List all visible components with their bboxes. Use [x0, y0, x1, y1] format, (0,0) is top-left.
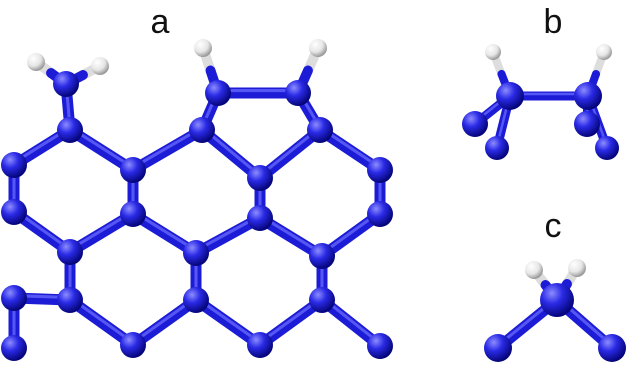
- carbon-atom: [247, 165, 273, 191]
- carbon-atom: [462, 111, 488, 137]
- panel-label-c: c: [545, 207, 562, 245]
- carbon-atom: [120, 332, 146, 358]
- bond: [190, 294, 266, 351]
- hydrogen-atom: [525, 261, 543, 279]
- carbon-atom: [247, 332, 273, 358]
- panel-a-hydrogen-atoms: [27, 39, 327, 75]
- carbon-atom: [183, 240, 209, 266]
- hydrogen-atom: [91, 57, 109, 75]
- carbon-atom: [484, 334, 512, 362]
- panel-a-structure: [1, 39, 393, 361]
- carbon-atom: [367, 333, 393, 359]
- panel-c-structure: [484, 259, 626, 362]
- carbon-atom: [367, 201, 393, 227]
- hydrogen-atom: [596, 44, 612, 60]
- hydrogen-atom: [194, 39, 212, 57]
- panel-b-structure: [462, 44, 619, 160]
- carbon-atom: [189, 117, 215, 143]
- carbon-atom: [485, 136, 509, 160]
- carbon-atom: [574, 82, 602, 110]
- carbon-atom: [57, 117, 83, 143]
- panel-c-atoms: [484, 283, 626, 362]
- carbon-atom: [57, 287, 83, 313]
- carbon-atom: [285, 80, 311, 106]
- carbon-atom: [247, 205, 273, 231]
- carbon-atom: [53, 71, 79, 97]
- hydrogen-atom: [309, 39, 327, 57]
- carbon-atom: [595, 136, 619, 160]
- carbon-atom: [574, 111, 600, 137]
- carbon-atom: [183, 287, 209, 313]
- panel-b-hydrogen-atoms: [485, 44, 612, 60]
- carbon-atom: [120, 201, 146, 227]
- hydrogen-atom: [485, 44, 501, 60]
- carbon-atom: [598, 334, 626, 362]
- bond: [127, 124, 208, 176]
- carbon-atom: [307, 117, 333, 143]
- panel-a-atoms: [1, 71, 393, 361]
- carbon-atom: [540, 283, 574, 317]
- panel-label-b: b: [544, 3, 563, 41]
- carbon-atom: [205, 80, 231, 106]
- carbon-atom: [1, 285, 27, 311]
- carbon-atom: [1, 335, 27, 361]
- carbon-atom: [1, 199, 27, 225]
- panel-c-hydrogen-atoms: [525, 259, 586, 279]
- carbon-atom: [120, 157, 146, 183]
- panel-b-atoms: [462, 82, 619, 160]
- carbon-atom: [1, 152, 27, 178]
- carbon-atom: [367, 157, 393, 183]
- panel-label-a: a: [151, 3, 170, 41]
- carbon-atom: [57, 239, 83, 265]
- hydrogen-atom: [568, 259, 586, 277]
- carbon-atom: [309, 243, 335, 269]
- carbon-atom: [496, 82, 524, 110]
- carbon-atom: [309, 287, 335, 313]
- hydrogen-atom: [27, 53, 45, 71]
